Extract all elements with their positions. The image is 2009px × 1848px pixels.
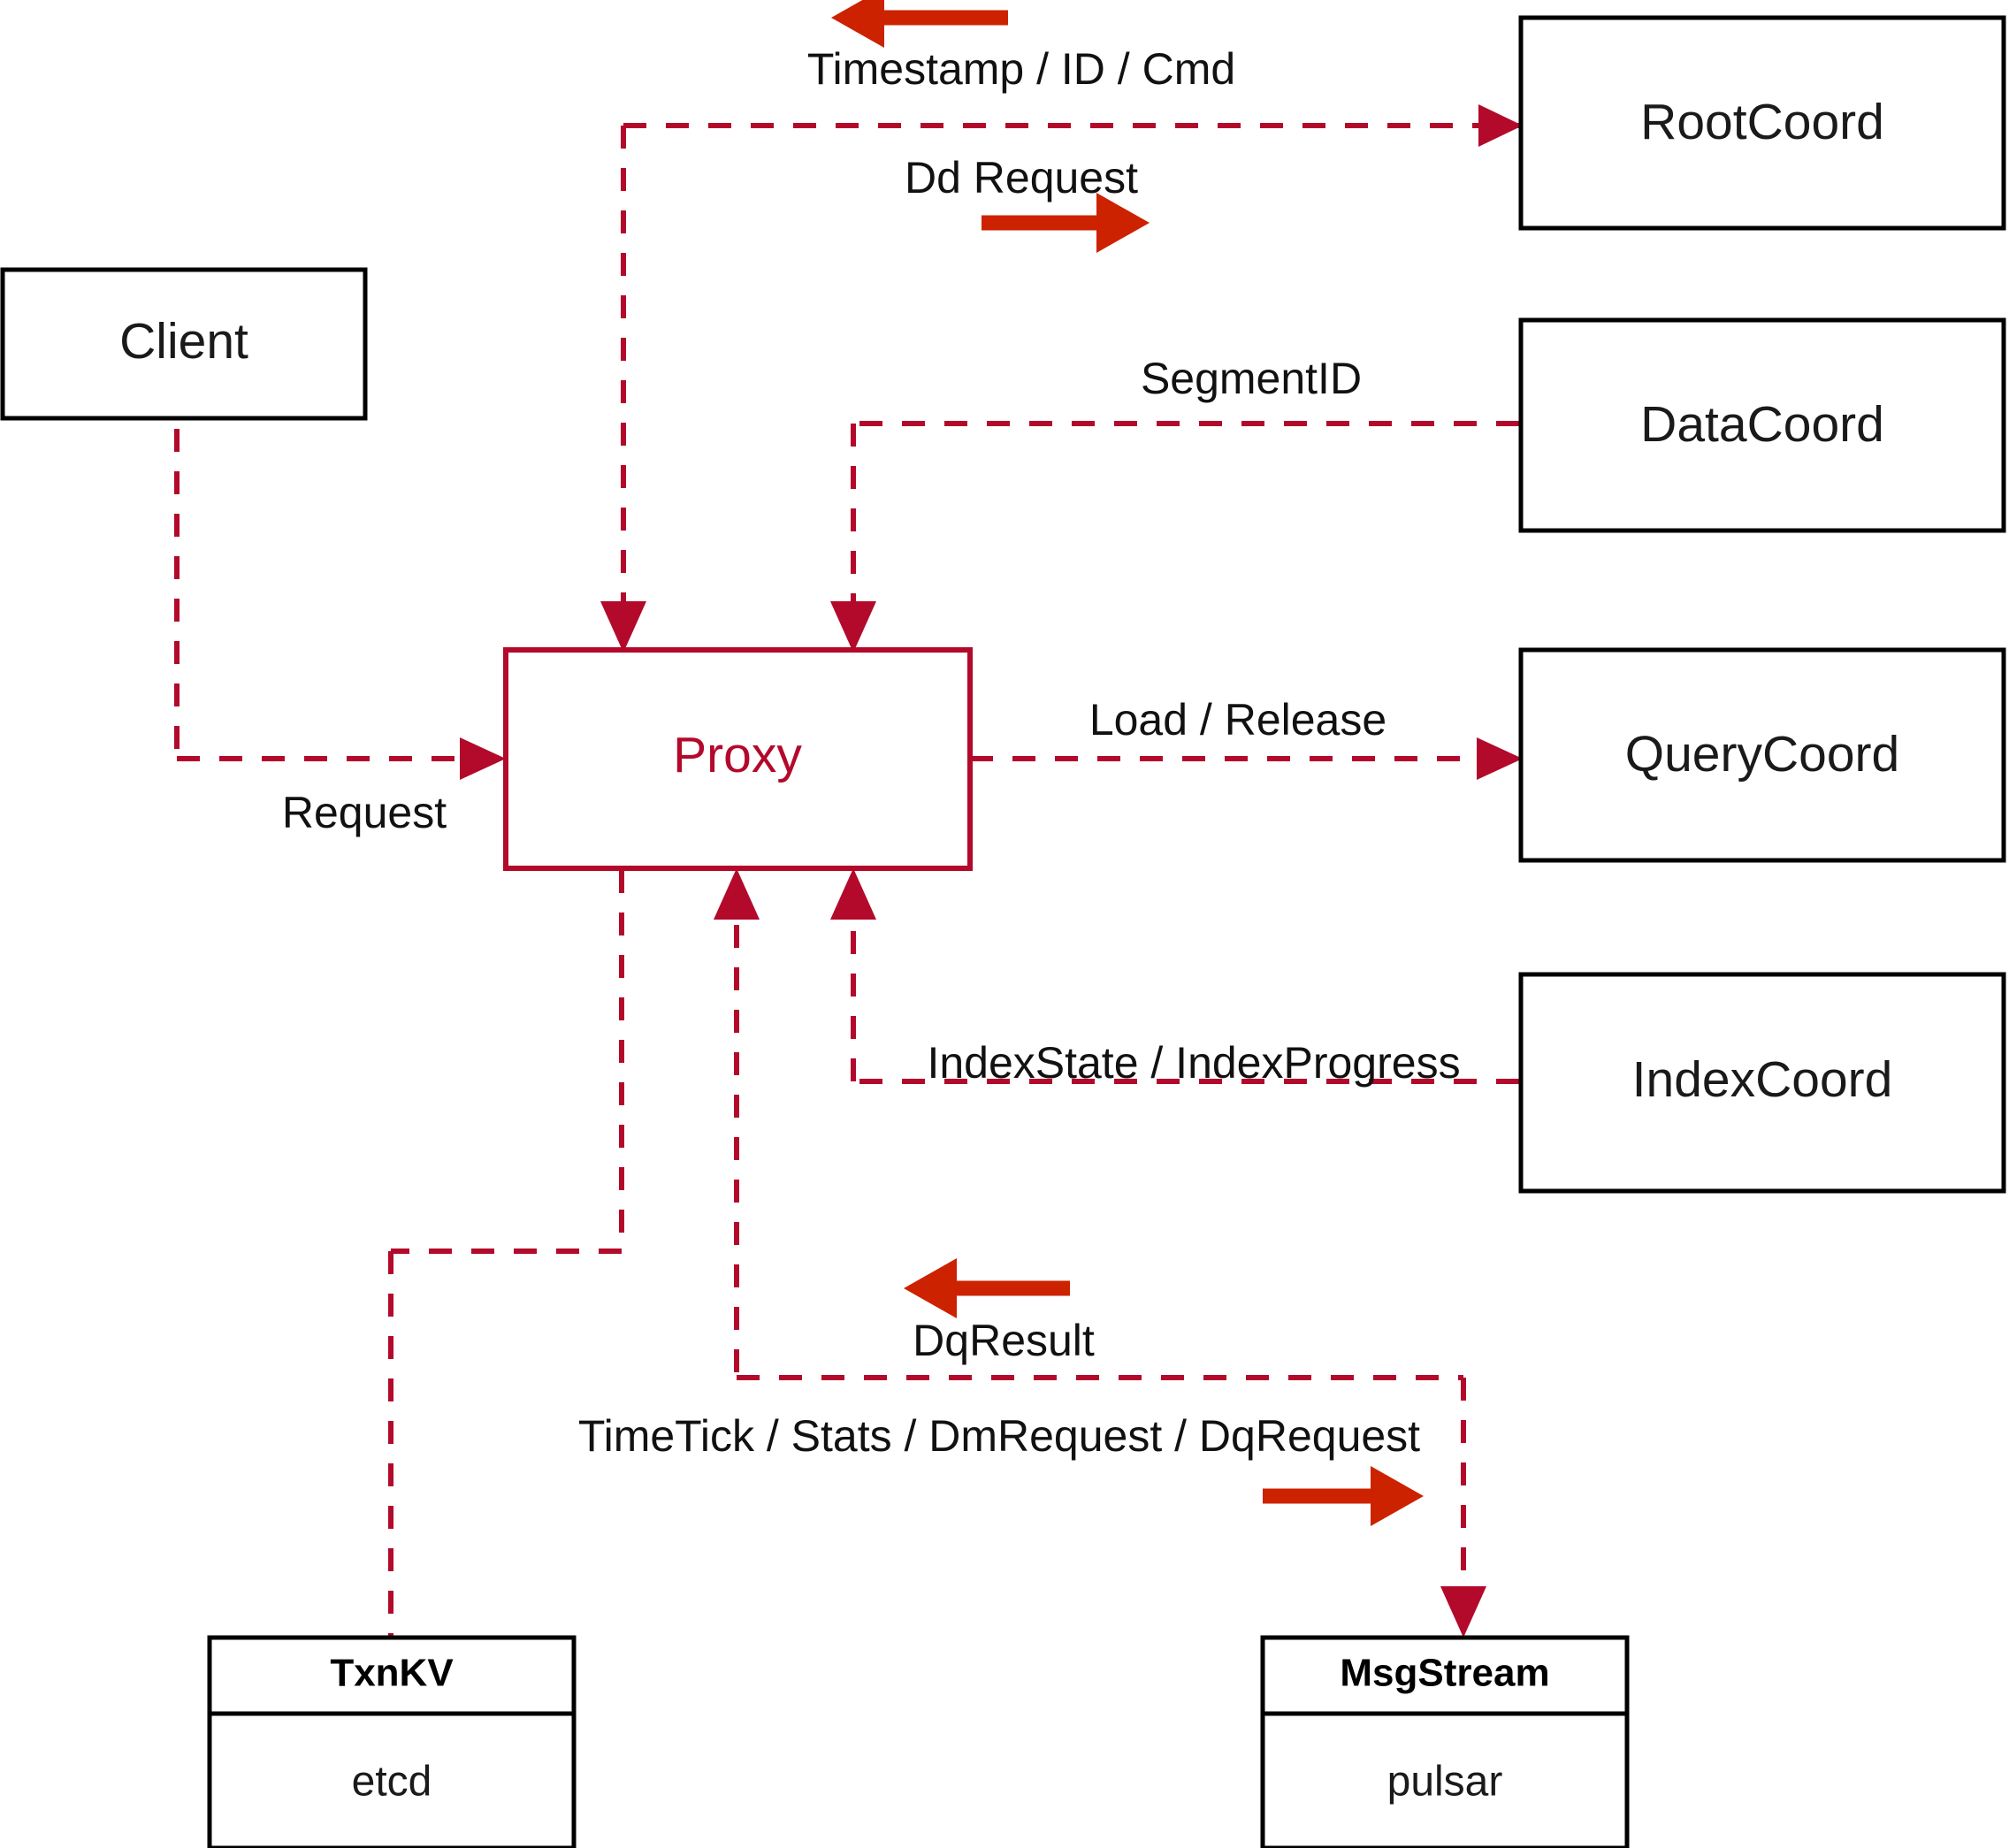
arrowhead-icon xyxy=(1477,737,1523,780)
node-client-box[interactable] xyxy=(0,267,368,421)
edge-label-timestamp-id-cmd: Timestamp / ID / Cmd xyxy=(807,44,1235,94)
node-msgstream-sublabel: pulsar xyxy=(1387,1759,1503,1806)
node-querycoord-label: QueryCoord xyxy=(1625,726,1899,783)
flow-arrow-timetick xyxy=(1263,1466,1424,1526)
edge-proxy-to-txnkv xyxy=(388,870,624,1638)
flow-arrow-dd-request xyxy=(982,193,1150,253)
edge-label-timetick-stats: TimeTick / Stats / DmRequest / DqRequest xyxy=(578,1411,1420,1461)
node-datacoord[interactable]: DataCoord xyxy=(1518,317,2006,533)
arrowhead-icon xyxy=(1096,193,1150,253)
edge-label-segment-id: SegmentID xyxy=(1141,354,1362,403)
arrowhead-icon xyxy=(600,601,646,653)
node-rootcoord-label: RootCoord xyxy=(1640,94,1884,150)
node-datacoord-box[interactable] xyxy=(1518,317,2006,533)
edge-label-request: Request xyxy=(282,788,447,837)
node-msgstream[interactable]: MsgStream pulsar xyxy=(1260,1635,1630,1848)
node-msgstream-box[interactable] xyxy=(1260,1635,1630,1848)
arrowhead-icon xyxy=(714,868,760,920)
node-querycoord-box[interactable] xyxy=(1518,647,2006,863)
node-msgstream-title: MsgStream xyxy=(1340,1652,1549,1695)
arrowhead-icon xyxy=(1440,1586,1486,1638)
arrowhead-icon xyxy=(1371,1466,1424,1526)
node-client[interactable]: Client xyxy=(0,267,368,421)
edge-proxy-to-querycoord xyxy=(970,737,1523,780)
node-txnkv[interactable]: TxnKV etcd xyxy=(207,1635,577,1848)
node-datacoord-label: DataCoord xyxy=(1640,396,1884,453)
node-indexcoord-label: IndexCoord xyxy=(1632,1051,1893,1108)
node-txnkv-box[interactable] xyxy=(207,1635,577,1848)
node-indexcoord[interactable]: IndexCoord xyxy=(1518,972,2006,1194)
edge-label-dq-result: DqResult xyxy=(913,1316,1095,1365)
node-rootcoord-box[interactable] xyxy=(1518,15,2006,231)
arrowhead-icon xyxy=(460,737,506,780)
node-rootcoord[interactable]: RootCoord xyxy=(1518,15,2006,231)
node-proxy[interactable]: Proxy xyxy=(503,647,973,871)
edge-indexcoord-to-proxy xyxy=(830,868,1519,1084)
edge-label-index-state-progress: IndexState / IndexProgress xyxy=(927,1038,1460,1088)
node-txnkv-title: TxnKV xyxy=(330,1652,454,1695)
edge-label-load-release: Load / Release xyxy=(1089,695,1386,745)
edge-msgstream-proxy xyxy=(714,868,1486,1638)
node-txnkv-sublabel: etcd xyxy=(352,1759,432,1806)
arrowhead-icon xyxy=(830,868,876,920)
arrowhead-icon xyxy=(904,1258,957,1318)
arrowhead-icon xyxy=(1478,104,1523,147)
node-querycoord[interactable]: QueryCoord xyxy=(1518,647,2006,863)
arrowhead-icon xyxy=(830,601,876,653)
node-proxy-box[interactable] xyxy=(503,647,973,871)
edge-proxy-to-rootcoord xyxy=(600,104,1523,653)
node-proxy-label: Proxy xyxy=(673,727,802,783)
edge-label-dd-request: Dd Request xyxy=(905,153,1138,202)
edge-client-to-proxy xyxy=(174,386,506,780)
flow-arrow-dq-result xyxy=(904,1258,1070,1318)
arrowhead-icon xyxy=(831,0,884,48)
node-client-label: Client xyxy=(119,313,248,370)
flow-arrow-timestamp xyxy=(831,0,1008,48)
edge-datacoord-to-proxy xyxy=(830,421,1519,653)
node-indexcoord-box[interactable] xyxy=(1518,972,2006,1194)
